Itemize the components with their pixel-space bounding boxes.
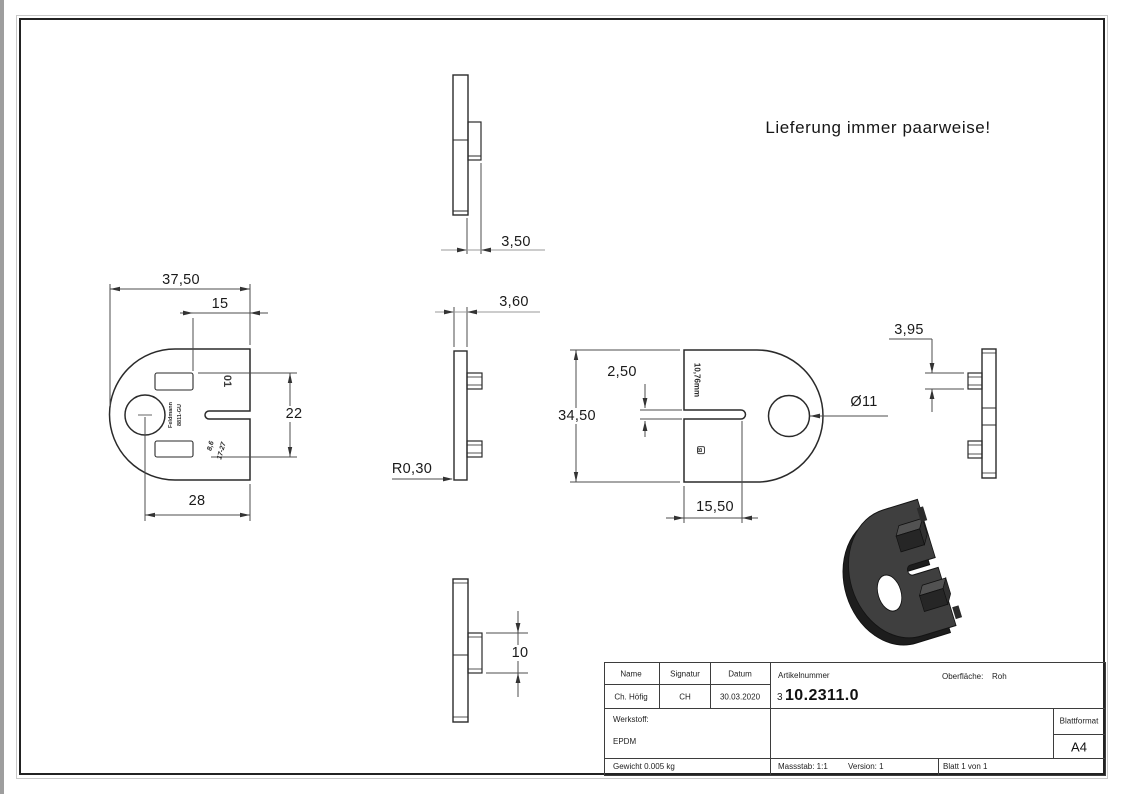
tb-name-value: Ch. Höfig [614,692,648,702]
side-view-middle [392,307,540,482]
side-view-right [889,338,997,479]
dim-hole-offset: 28 [188,493,206,509]
tb-scale-value: Massstab: 1:1 [778,762,828,771]
slot-width-marking: 10,76mm [692,362,702,398]
tb-signature-value: CH [679,692,691,702]
dim-corner-radius: R0,30 [391,461,433,477]
dim-boss-height-side: 3,95 [894,322,924,338]
iso-marking [952,605,963,620]
tb-version-value: Version: 1 [848,762,884,771]
tb-name-label: Name [620,669,642,679]
tb-weight-value: Gewicht 0.005 kg [613,762,675,771]
frame-shadow [16,15,1108,779]
tb-material-label: Werkstoff: [613,715,649,724]
dim-hole-diameter: Ø11 [850,394,878,410]
drawing-frame [19,18,1105,775]
tb-article-value: 10.2311.0 [785,687,859,704]
side-view-bottom [452,578,528,723]
dim-slot-span: 22 [283,406,305,422]
brand-marking-line1: Feldmann [168,402,174,428]
tb-article-label: Artikelnummer [778,671,830,680]
dim-slit-width: 2,50 [607,364,637,380]
side-view-top [441,74,545,254]
page-left-edge [0,0,4,794]
tool-number-marking: 01 [221,374,233,388]
dim-slot-offset: 15 [211,296,229,312]
dim-height-total: 34,50 [556,408,598,424]
tb-sheet-value: Blatt 1 von 1 [943,762,988,771]
tb-date-label: Datum [728,669,752,679]
dim-slit-depth: 15,50 [696,499,734,515]
emblem-marking: B [697,445,705,455]
brand-marking-line2: 8811-GU [177,403,183,427]
iso-marking [916,506,928,523]
tb-surface-label: Oberfläche: [942,672,984,681]
tb-signature-label: Signatur [670,669,700,679]
tb-format-value: A4 [1071,739,1087,755]
isometric-view [842,498,963,646]
tb-surface-value: Roh [992,672,1007,681]
dim-thickness-mid: 3,60 [499,294,529,310]
tb-material-value: EPDM [613,737,637,746]
tb-article-prefix: 3 [777,692,783,703]
tb-date-value: 30.03.2020 [719,692,761,702]
pair-delivery-note: Lieferung immer paarweise! [765,118,991,137]
tb-format-label: Blattformat [1059,716,1099,726]
dim-boss-height-bottom: 10 [509,645,531,661]
dim-thickness-top: 3,50 [501,234,531,250]
front-view [108,284,297,521]
dim-width-total: 37,50 [162,272,200,288]
